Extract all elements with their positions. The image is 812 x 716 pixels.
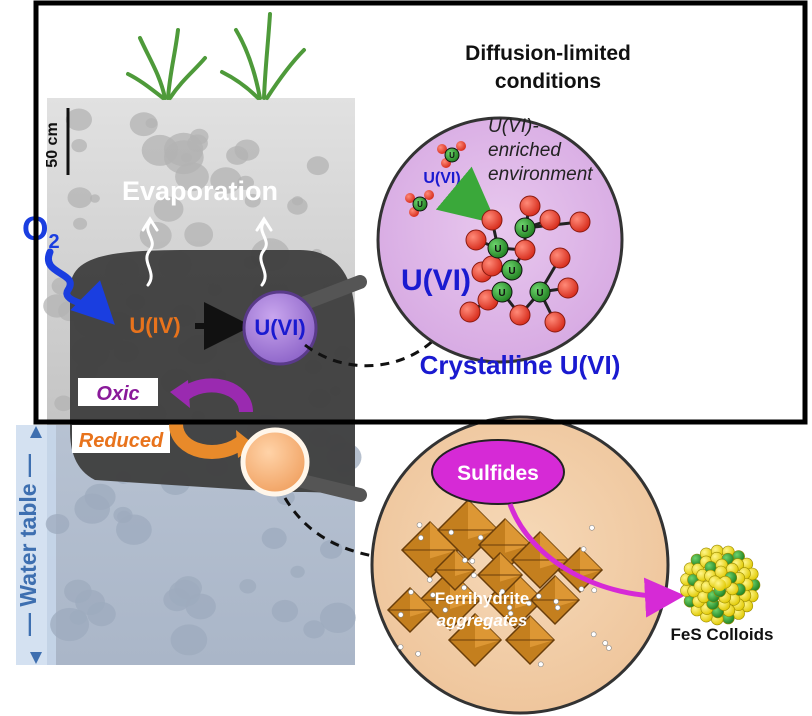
scale-bar-label: 50 cm	[44, 122, 61, 167]
oxygen-subscript: 2	[48, 231, 59, 253]
diffusion-panel-frame	[33, 0, 808, 425]
crystalline-u6-label: Crystalline U(VI)	[420, 350, 621, 380]
pebble	[89, 194, 100, 203]
oxic-label-box	[78, 378, 158, 406]
pebble	[271, 599, 299, 623]
uranyl-complex-icons: UU	[405, 141, 466, 217]
fes-colloid-icon	[680, 544, 761, 626]
pebble	[303, 620, 325, 639]
octahedron	[386, 586, 434, 634]
u6-large-label: U(VI)	[401, 264, 471, 297]
environment-text-line3: environment	[488, 164, 593, 185]
pebble	[306, 156, 329, 176]
svg-text:U: U	[494, 244, 501, 255]
environment-text-line1: U(VI)-	[488, 116, 539, 137]
sulfide-arrow-icon	[507, 503, 685, 618]
svg-text:U: U	[508, 266, 515, 277]
scale-bar: 50 cm	[44, 108, 70, 175]
octahedron	[447, 612, 503, 668]
svg-text:U: U	[449, 151, 455, 160]
pebble	[65, 108, 92, 131]
plant-icon	[126, 12, 306, 100]
octahedron	[510, 530, 570, 590]
u4-label: U(IV)	[129, 313, 180, 338]
pebble	[71, 139, 87, 153]
aggregates-label: aggregates	[437, 611, 528, 630]
pebble	[153, 196, 184, 222]
water-table-label: — Water table —	[15, 454, 41, 636]
pebble	[73, 217, 88, 230]
sulfides-bubble	[431, 439, 565, 505]
pebble	[184, 222, 214, 247]
svg-text:U: U	[498, 288, 505, 299]
ferrihydrite-label: Ferrihydrite	[435, 589, 529, 608]
pebble	[54, 395, 73, 412]
evaporation-wave-icon	[141, 216, 273, 287]
green-arrow-icon	[435, 166, 497, 224]
pebble	[145, 118, 158, 129]
svg-text:U: U	[417, 200, 423, 209]
uranyl-complex: U	[437, 141, 466, 168]
pebble	[210, 167, 242, 194]
magnifier-uranium-icon	[242, 275, 367, 366]
pebble	[87, 602, 116, 627]
water-table-marker: — Water table —	[15, 426, 42, 664]
reduced-label-box	[72, 425, 170, 453]
oxic-label: Oxic	[96, 383, 139, 405]
octahedron	[504, 614, 556, 666]
u6-small-label: U(VI)	[423, 170, 460, 187]
fes-colloids-label: FeS Colloids	[671, 625, 774, 644]
pebble	[45, 514, 70, 534]
pebble	[67, 187, 93, 209]
sulfides-label: Sulfides	[457, 462, 539, 485]
pebble	[287, 197, 308, 215]
ferrihydrite-octahedra-icon	[386, 498, 612, 668]
pebble	[239, 579, 257, 594]
pebble	[74, 493, 110, 524]
panel-title-line2: conditions	[495, 70, 601, 93]
environment-text-line2: enriched	[488, 140, 562, 161]
svg-text:U: U	[521, 224, 528, 235]
u6-label: U(VI)	[254, 315, 305, 340]
pebble	[113, 506, 133, 524]
pebble	[163, 588, 191, 612]
octahedron	[476, 551, 524, 599]
pebble	[69, 610, 87, 625]
oxygen-arrow-icon	[44, 248, 115, 325]
pebble	[290, 565, 305, 578]
uranyl-complex: U	[405, 190, 434, 217]
pebble	[244, 193, 261, 208]
pebble	[319, 602, 356, 633]
pebble	[226, 146, 249, 165]
svg-text:U: U	[536, 288, 543, 299]
panel-title-line1: Diffusion-limited	[465, 42, 631, 65]
pebble	[261, 527, 287, 549]
reduced-label: Reduced	[79, 430, 164, 452]
pebble	[175, 162, 209, 192]
evaporation-label: Evaporation	[122, 176, 278, 206]
pebble	[164, 132, 204, 167]
pebble	[170, 624, 208, 656]
magnifier-iron-icon	[240, 427, 367, 502]
